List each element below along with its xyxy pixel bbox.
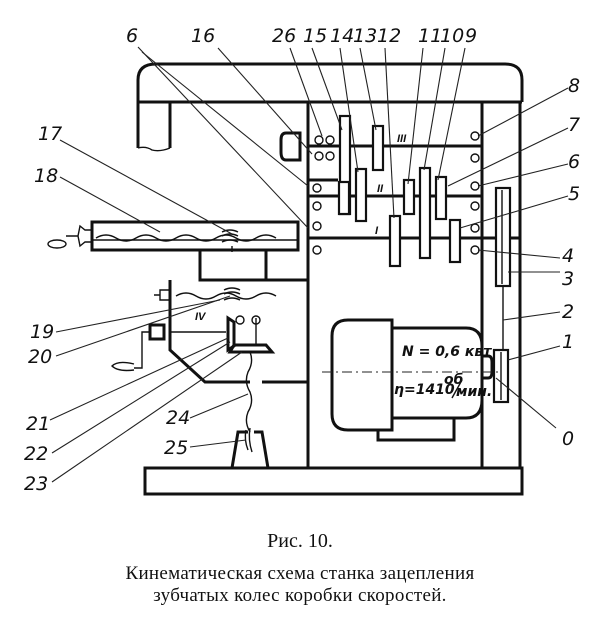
crank-hub	[148, 323, 166, 341]
callout-7: 7	[568, 114, 580, 136]
frame-overarm-stub	[136, 102, 172, 148]
bearing-iv-1	[235, 315, 245, 325]
leadscrew-19	[175, 292, 277, 300]
callout-5: 5	[568, 183, 580, 205]
callout-15: 15	[303, 25, 327, 47]
bearing-iv-2	[251, 315, 261, 325]
callout-17: 17	[38, 123, 62, 145]
motor-shaft-cap	[482, 354, 494, 380]
callout-14: 14	[330, 25, 354, 47]
callout-6-top: 6	[126, 25, 138, 47]
lower-housing	[168, 278, 308, 384]
callout-4: 4	[562, 245, 574, 267]
callout-13: 13	[353, 25, 377, 47]
leader-lines	[49, 46, 569, 483]
shaft-label-IV: IV	[195, 311, 207, 323]
bevel-gear-23	[227, 343, 276, 354]
figure-caption-line-1: Кинематическая схема станка зацепления	[125, 563, 475, 584]
crank-handle	[111, 331, 150, 372]
figure-caption-line-2: зубчатых колес коробки скоростей.	[153, 585, 447, 606]
motor-speed-slash	[451, 379, 463, 399]
motor-base	[376, 418, 456, 442]
leadscrew-18	[95, 234, 277, 242]
callout-20: 20	[28, 346, 52, 368]
table-handle	[47, 239, 67, 249]
frame-top-arm	[136, 62, 524, 148]
motor-speed-unit-bottom: мин.	[456, 384, 492, 400]
gear-14	[354, 167, 368, 223]
callout-16: 16	[191, 25, 215, 47]
shaft-label-II: II	[377, 183, 384, 195]
callout-24: 24	[166, 407, 190, 429]
gear-11	[402, 178, 416, 216]
gear-10	[418, 166, 432, 260]
shaft-label-III: III	[397, 133, 407, 145]
spindle-head	[279, 131, 302, 162]
machine-base	[143, 466, 524, 496]
callout-25: 25	[164, 437, 188, 459]
feed-knob	[154, 289, 170, 301]
gear-12	[388, 214, 402, 268]
motor-body	[392, 326, 484, 420]
motor-power: N = 0,6 квт	[402, 344, 492, 360]
figure-number: Рис. 10.	[267, 530, 333, 552]
bearings-right	[470, 131, 480, 255]
shaft-label-I: I	[375, 225, 379, 237]
callout-26: 26	[272, 25, 296, 47]
frame-overarm-break	[137, 146, 171, 152]
gear-9	[434, 175, 448, 221]
callout-1: 1	[562, 331, 574, 353]
gear-13	[371, 124, 385, 172]
callout-6-right: 6	[568, 151, 580, 173]
callout-2: 2	[562, 301, 574, 323]
motor-fan-housing	[330, 318, 394, 432]
worktable	[90, 220, 300, 252]
callout-0: 0	[562, 428, 574, 450]
worm-20	[223, 287, 241, 301]
callout-8: 8	[568, 75, 580, 97]
flexible-shaft-24	[245, 351, 253, 433]
carriage-block	[198, 248, 268, 282]
callout-11: 11	[418, 25, 442, 47]
callout-21: 21	[26, 413, 50, 435]
table-handwheel	[66, 224, 92, 248]
gear-5	[448, 218, 462, 264]
pulley-3	[494, 186, 512, 288]
callout-19: 19	[30, 321, 54, 343]
callout-9: 9	[465, 25, 477, 47]
oil-wicks	[244, 427, 253, 453]
bearings-left	[312, 135, 335, 255]
worm-17	[221, 229, 239, 243]
callout-18: 18	[34, 165, 58, 187]
callout-22: 22	[24, 443, 48, 465]
callout-10: 10	[440, 25, 464, 47]
motor-speed: η=1410	[394, 382, 455, 398]
callout-12: 12	[377, 25, 401, 47]
gear-26-16	[337, 180, 351, 216]
motor-speed-unit-top: об	[444, 372, 463, 388]
callout-3: 3	[562, 268, 574, 290]
callout-23: 23	[24, 473, 48, 495]
oil-cup-25	[230, 430, 270, 469]
